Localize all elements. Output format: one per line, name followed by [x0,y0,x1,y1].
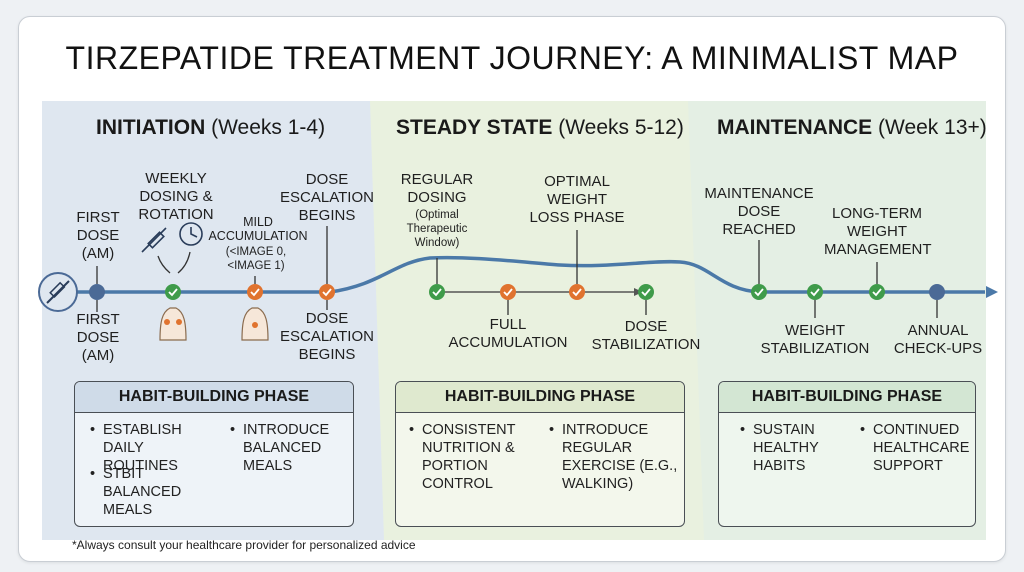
timeline-path [58,255,985,294]
label-regular-dosing: REGULAR DOSING [400,171,474,206]
habit-box-title: HABIT-BUILDING PHASE [396,382,684,413]
habit-box-steady-state: HABIT-BUILDING PHASE CONSISTENT NUTRITIO… [395,381,685,527]
habit-box-maintenance: HABIT-BUILDING PHASE SUSTAIN HEALTHY HAB… [718,381,976,527]
habit-item: STBIT BALANCED MEALS [90,465,203,519]
label-dose-escalation-top: DOSE ESCALATION BEGINS [280,171,374,224]
phase-name: MAINTENANCE [717,116,873,139]
phase-heading-maintenance: MAINTENANCE (Week 13+) [717,116,987,140]
label-maintenance-dose: MAINTENANCE DOSE REACHED [704,185,814,238]
page-title: TIRZEPATIDE TREATMENT JOURNEY: A MINIMAL… [65,40,959,76]
phase-range: (Week 13+) [878,116,987,139]
label-optimal-weight-loss: OPTIMAL WEIGHT LOSS PHASE [529,173,625,226]
label-long-term: LONG-TERM WEIGHT MANAGEMENT [824,205,932,258]
syringe-icon [38,272,78,312]
phase-heading-steady-state: STEADY STATE (Weeks 5-12) [396,116,684,140]
habit-box-title: HABIT-BUILDING PHASE [75,382,353,413]
habit-item: CONTINUED HEALTHCARE SUPPORT [860,421,973,475]
phase-range: (Weeks 5-12) [558,116,684,139]
node-mild-accumulation [247,284,263,300]
phase-heading-initiation: INITIATION (Weeks 1-4) [96,116,325,140]
habit-box-initiation: HABIT-BUILDING PHASE ESTABLISH DAILY ROU… [74,381,354,527]
syringe-icon [141,227,167,253]
rotation-arrows-icon [157,251,191,274]
label-annual-checkups: ANNUAL CHECK-UPS [893,322,983,357]
phase-name: STEADY STATE [396,116,553,139]
label-full-accumulation: FULL ACCUMULATION [448,316,568,351]
body-icon [159,307,187,341]
body-icon [241,307,269,341]
phase-range: (Weeks 1-4) [211,116,326,139]
label-first-dose-top: FIRST DOSE (AM) [76,209,120,262]
node-dose-stabilization [638,284,654,300]
habit-box-title: HABIT-BUILDING PHASE [719,382,975,413]
label-weekly-dosing: WEEKLY DOSING & ROTATION [138,170,214,223]
node-optimal-weight-loss [569,284,585,300]
node-dose-escalation [319,284,335,300]
node-first-dose [89,284,105,300]
node-annual-checkups [929,284,945,300]
label-mild-accumulation-note: (<IMAGE 0, <IMAGE 1) [225,246,287,272]
node-weekly-dosing [165,284,181,300]
label-regular-dosing-note: (Optimal Therapeutic Window) [406,209,468,249]
habit-item: INTRODUCE BALANCED MEALS [230,421,339,475]
timeline-arrowhead [986,286,998,298]
clock-icon [179,222,203,246]
node-maintenance-dose [751,284,767,300]
node-regular-dosing [429,284,445,300]
connector-stems [96,226,938,318]
phase-name: INITIATION [96,116,206,139]
footnote: *Always consult your healthcare provider… [72,538,416,552]
label-dose-escalation-bottom: DOSE ESCALATION BEGINS [280,310,374,363]
label-first-dose-bottom: FIRST DOSE (AM) [76,311,120,364]
node-long-term [869,284,885,300]
habit-item: INTRODUCE REGULAR EXERCISE (e.g., WALKIN… [549,421,682,493]
habit-item: SUSTAIN HEALTHY HABITS [740,421,849,475]
habit-item: CONSISTENT NUTRITION & PORTION CONTROL [409,421,554,493]
label-weight-stabilization: WEIGHT STABILIZATION [760,322,870,357]
label-dose-stabilization: DOSE STABILIZATION [591,318,701,353]
label-mild-accumulation: MILD ACCUMULATION [208,215,308,243]
node-full-accumulation [500,284,516,300]
node-weight-stabilization [807,284,823,300]
